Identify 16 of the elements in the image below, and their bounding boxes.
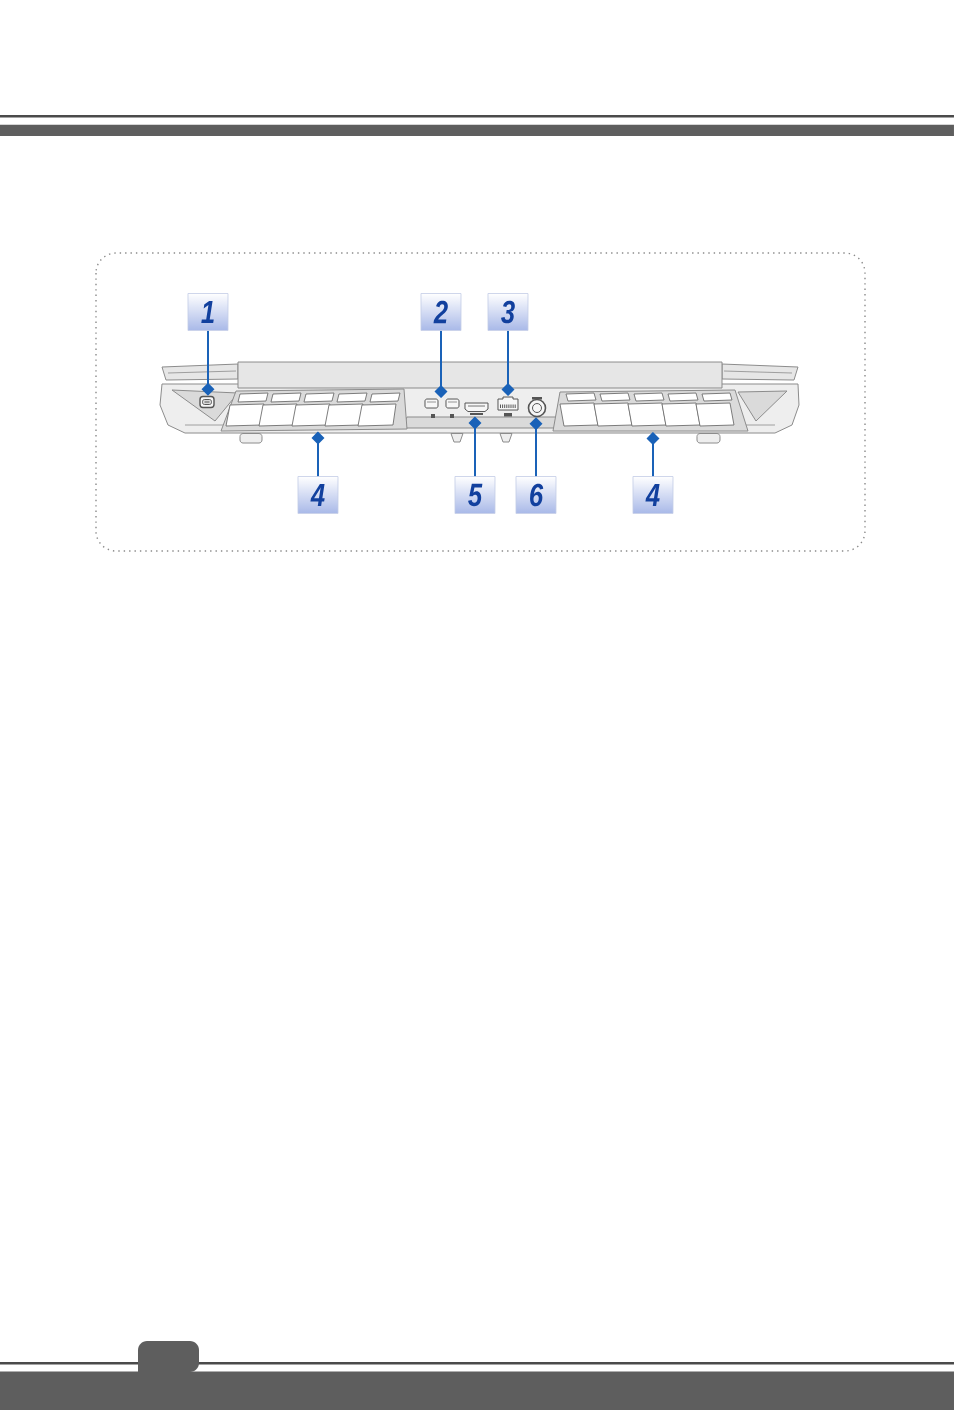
callout-number: 2: [420, 293, 462, 331]
ethernet-port: [497, 396, 519, 411]
callout-number: 1: [187, 293, 229, 331]
display-ports: [424, 398, 460, 409]
leader-line: [529, 417, 543, 478]
callout-number: 3: [487, 293, 529, 331]
callout-number: 6: [515, 476, 557, 514]
callout-number: 4: [632, 476, 674, 514]
callout-number: 4: [297, 476, 339, 514]
leader-line: [311, 431, 325, 478]
lock-slot: [199, 395, 215, 409]
leader-line: [468, 416, 482, 478]
callout-number: 5: [454, 476, 496, 514]
power-jack: [527, 398, 547, 418]
hdmi-port: [464, 402, 489, 415]
leader-line: [201, 329, 215, 396]
